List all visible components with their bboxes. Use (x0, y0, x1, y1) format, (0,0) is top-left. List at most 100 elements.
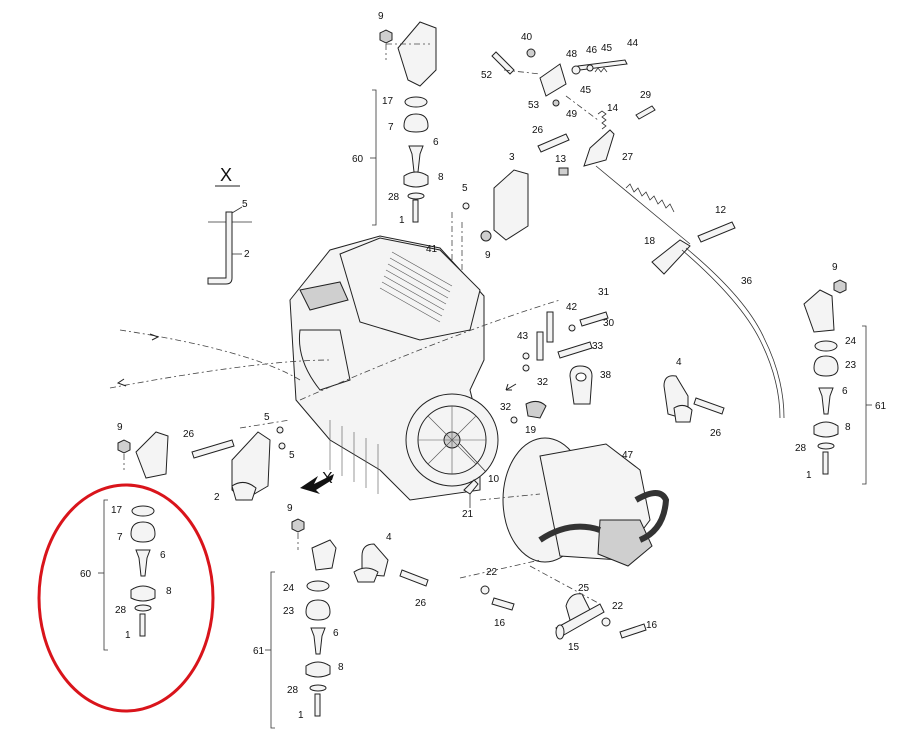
callout-9: 9 (832, 262, 838, 273)
oil-pan-fins (329, 420, 379, 494)
callout-9: 9 (485, 250, 491, 261)
nut-part (526, 48, 536, 58)
lower-mount-part (403, 171, 429, 188)
nut-part (480, 230, 492, 242)
callout-16: 16 (646, 620, 658, 631)
coupling-group: 22 16 25 15 22 16 (459, 559, 658, 653)
dashed-axis (239, 419, 291, 429)
callout-3: 3 (509, 152, 515, 163)
intake-pipe (299, 281, 349, 311)
callout-60: 60 (352, 154, 364, 165)
bolt-part (557, 341, 593, 359)
bolt-part (314, 693, 321, 717)
bolt-part (139, 613, 146, 637)
rubber-mount-part (813, 355, 839, 377)
cable-inner (685, 247, 785, 419)
washer-part (586, 64, 594, 72)
flywheel-housing: 10 (405, 393, 500, 487)
stud-part (408, 145, 424, 173)
callout-5: 5 (462, 183, 468, 194)
callout-26: 26 (183, 429, 195, 440)
pump-section (597, 519, 653, 567)
bolt-part (619, 623, 647, 639)
rubber-mount-part (673, 404, 693, 423)
washer-part (131, 505, 155, 517)
callout-23: 23 (283, 606, 295, 617)
callout-28: 28 (287, 685, 299, 696)
bracket-4-right: 4 26 (663, 357, 725, 439)
lift-eye-part (569, 365, 593, 405)
clip-part (558, 167, 569, 176)
dashed-axis (479, 493, 541, 501)
callout-26: 26 (710, 428, 722, 439)
washer-part (278, 442, 286, 450)
callout-9: 9 (287, 503, 293, 514)
screw-part (491, 51, 515, 75)
mount-stack-60-top: 9 60 17 7 6 8 28 1 (352, 11, 444, 226)
flow-arrow (149, 333, 160, 341)
lift-eye-hole (575, 372, 587, 382)
pin-part (577, 59, 628, 71)
nut-part (117, 439, 131, 454)
dashed-axis (529, 565, 601, 605)
dashed-axis (119, 329, 301, 381)
section-x-detail: X 5 2 (207, 165, 252, 285)
callout-21: 21 (462, 509, 474, 520)
section-marker-label: X (220, 165, 232, 185)
callout-32: 32 (537, 377, 549, 388)
stud-part (536, 331, 544, 361)
callout-46: 46 (586, 45, 598, 56)
callout-7: 7 (388, 122, 394, 133)
lever-bracket (539, 63, 567, 97)
callout-6: 6 (333, 628, 339, 639)
lift-eye-group: 38 32 19 (500, 365, 612, 436)
callout-60: 60 (80, 569, 92, 580)
callout-42: 42 (566, 302, 578, 313)
callout-61: 61 (875, 401, 887, 412)
callout-4: 4 (386, 532, 392, 543)
callout-9: 9 (378, 11, 384, 22)
washer-part (309, 684, 327, 692)
callout-48: 48 (566, 49, 578, 60)
callout-47: 47 (622, 450, 634, 461)
callout-29: 29 (640, 90, 652, 101)
washer-part (814, 340, 838, 352)
callout-28: 28 (388, 192, 400, 203)
callout-23: 23 (845, 360, 857, 371)
callout-25: 25 (578, 583, 590, 594)
callout-27: 27 (622, 152, 634, 163)
hex-key-part (207, 211, 233, 285)
callout-6: 6 (160, 550, 166, 561)
callout-45: 45 (580, 85, 592, 96)
cable-outer (681, 249, 781, 419)
dashed-axis (109, 359, 331, 389)
bolt-part (412, 199, 419, 223)
group-bracket (862, 325, 867, 485)
washer-part (571, 65, 581, 75)
bolt-part (399, 569, 429, 587)
mount-stack-61-right: 9 61 24 23 6 8 28 1 (795, 262, 887, 485)
callout-16: 16 (494, 618, 506, 629)
callout-31: 31 (598, 287, 610, 298)
view-marker-label: X (322, 470, 333, 487)
callout-6: 6 (433, 137, 439, 148)
screw-part (635, 105, 656, 120)
callout-1: 1 (399, 215, 405, 226)
hose-part (538, 523, 601, 543)
callout-38: 38 (600, 370, 612, 381)
nut-part (552, 99, 560, 107)
callout-26: 26 (532, 125, 544, 136)
callout-2: 2 (214, 492, 220, 503)
mount-stack-61-center: 9 4 26 61 24 23 6 8 28 1 (253, 503, 429, 729)
leader (231, 206, 243, 214)
rubber-mount-part (403, 113, 429, 133)
callout-8: 8 (166, 586, 172, 597)
bolt-part (822, 451, 829, 475)
mount-stack-60-left: 60 17 7 6 8 28 1 (37, 483, 215, 713)
washer-part (522, 352, 530, 360)
rubber-mount-part (353, 567, 379, 583)
nut-part (291, 518, 305, 533)
callout-13: 13 (555, 154, 567, 165)
throttle-lever (583, 129, 615, 167)
